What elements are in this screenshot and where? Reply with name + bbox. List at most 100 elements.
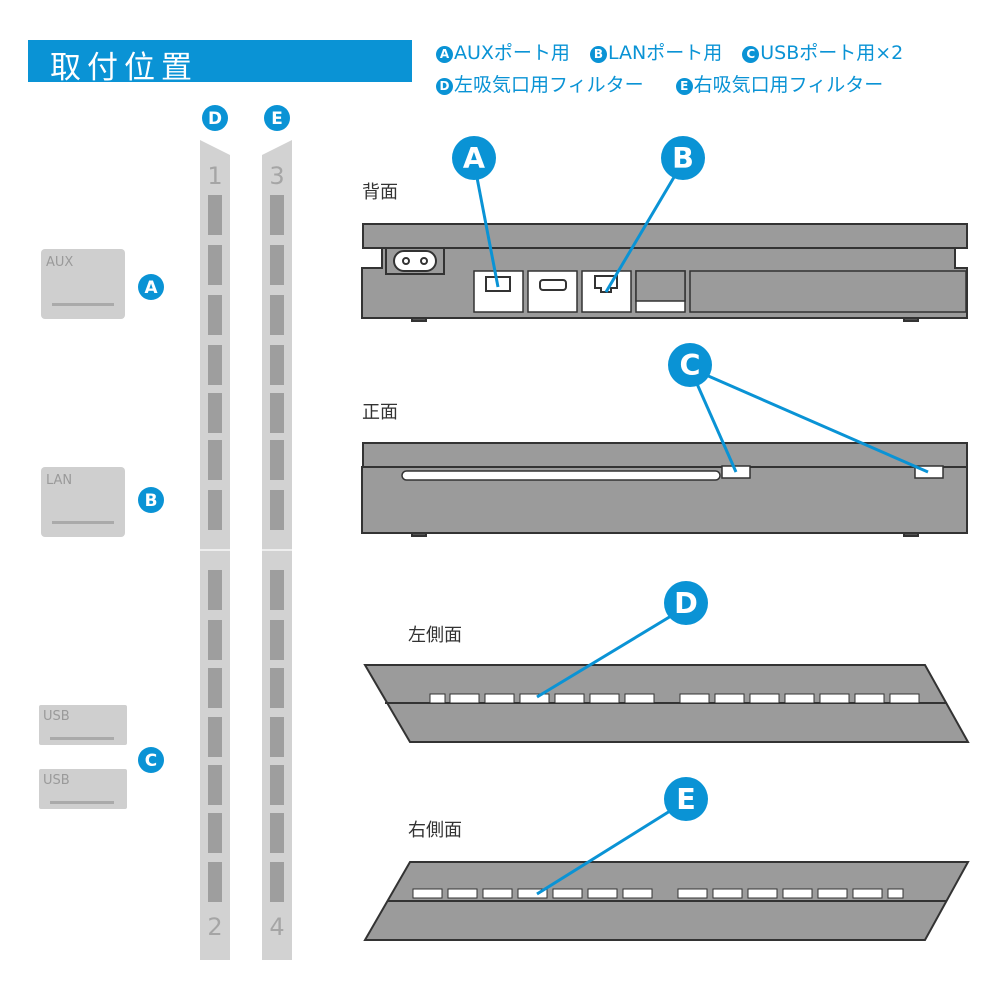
usb-cover-1: USB <box>39 705 127 745</box>
left-side-label: 左側面 <box>408 625 462 646</box>
badge-a: A <box>436 46 453 63</box>
badge-c: C <box>668 343 712 387</box>
side-vent <box>889 693 920 704</box>
side-vent <box>679 693 710 704</box>
side-vent <box>714 693 745 704</box>
page-title: 取付位置 <box>50 50 198 86</box>
svg-text:A: A <box>463 141 485 175</box>
badge-d: D <box>202 105 228 131</box>
vent-slot <box>270 245 284 285</box>
svg-text:B: B <box>145 490 158 510</box>
legend-text: 右吸気口用フィルター <box>693 74 884 96</box>
badge-b: B <box>138 487 164 513</box>
badge-d: D <box>664 581 708 625</box>
side-vent <box>482 888 513 899</box>
vent-slot <box>208 345 222 385</box>
strip-d: 12 <box>200 140 230 960</box>
side-vent <box>519 693 550 704</box>
vent-slot <box>208 440 222 480</box>
front-view-console <box>361 442 968 537</box>
strip-number: 1 <box>207 162 222 190</box>
title-banner: 取付位置 <box>28 40 412 86</box>
side-vent <box>854 693 885 704</box>
usb-label-2: USB <box>43 773 70 788</box>
svg-text:E: E <box>271 108 283 128</box>
side-vent <box>712 888 743 899</box>
usb-label-1: USB <box>43 709 70 724</box>
badge-e: E <box>264 105 290 131</box>
side-vent <box>484 693 515 704</box>
vent-slot <box>208 295 222 335</box>
vent-slot <box>208 393 222 433</box>
vent-slot <box>208 765 222 805</box>
right-side-console <box>363 861 970 941</box>
side-vent <box>887 888 904 899</box>
vent-slot <box>208 668 222 708</box>
rear-view-console <box>361 223 968 322</box>
strip-number: 2 <box>207 913 222 941</box>
vent-slot <box>208 245 222 285</box>
vent-slot <box>208 490 222 530</box>
vent-slot <box>208 620 222 660</box>
badge-b: B <box>661 136 705 180</box>
side-vent <box>429 693 446 704</box>
strip-number: 3 <box>269 162 284 190</box>
vent-slot <box>208 195 222 235</box>
right-side-label: 右側面 <box>408 820 462 841</box>
vent-slot <box>270 620 284 660</box>
lan-cover: LAN <box>41 467 125 537</box>
side-vent <box>784 693 815 704</box>
side-vent <box>412 888 443 899</box>
lan-label: LAN <box>46 473 72 488</box>
side-vent <box>624 693 655 704</box>
vent-slot <box>270 393 284 433</box>
side-vent <box>587 888 618 899</box>
aux-label: AUX <box>46 255 73 270</box>
badge-c: C <box>742 46 760 63</box>
front-view-label: 正面 <box>362 402 398 423</box>
svg-text:C: C <box>145 750 157 770</box>
badge-c: C <box>138 747 164 773</box>
aux-cover: AUX <box>41 249 125 319</box>
strip-number: 4 <box>269 913 284 941</box>
vent-slot <box>270 765 284 805</box>
legend-text: 左吸気口用フィルター <box>454 74 644 96</box>
side-vent <box>552 888 583 899</box>
callout-lines <box>472 161 929 896</box>
side-vent <box>589 693 620 704</box>
badge-a: A <box>138 274 164 300</box>
side-vent <box>677 888 708 899</box>
vent-slot <box>208 862 222 902</box>
side-vent <box>782 888 813 899</box>
side-vent <box>517 888 548 899</box>
legend-text: AUXポート用 <box>454 42 570 64</box>
badge-d: D <box>436 78 453 95</box>
side-vent <box>852 888 883 899</box>
svg-text:B: B <box>672 141 694 175</box>
vent-slot <box>270 345 284 385</box>
badge-e: E <box>675 78 693 95</box>
badge-a: A <box>452 136 496 180</box>
vent-slot <box>208 717 222 757</box>
svg-text:E: E <box>676 782 696 816</box>
vent-slot <box>270 862 284 902</box>
vent-slot <box>270 570 284 610</box>
badge-e: E <box>664 777 708 821</box>
badge-b: B <box>589 46 607 63</box>
side-vent <box>447 888 478 899</box>
side-vent <box>747 888 778 899</box>
svg-text:D: D <box>674 586 698 620</box>
vent-slot <box>270 195 284 235</box>
side-vent <box>449 693 480 704</box>
strip-e: 34 <box>262 140 292 960</box>
